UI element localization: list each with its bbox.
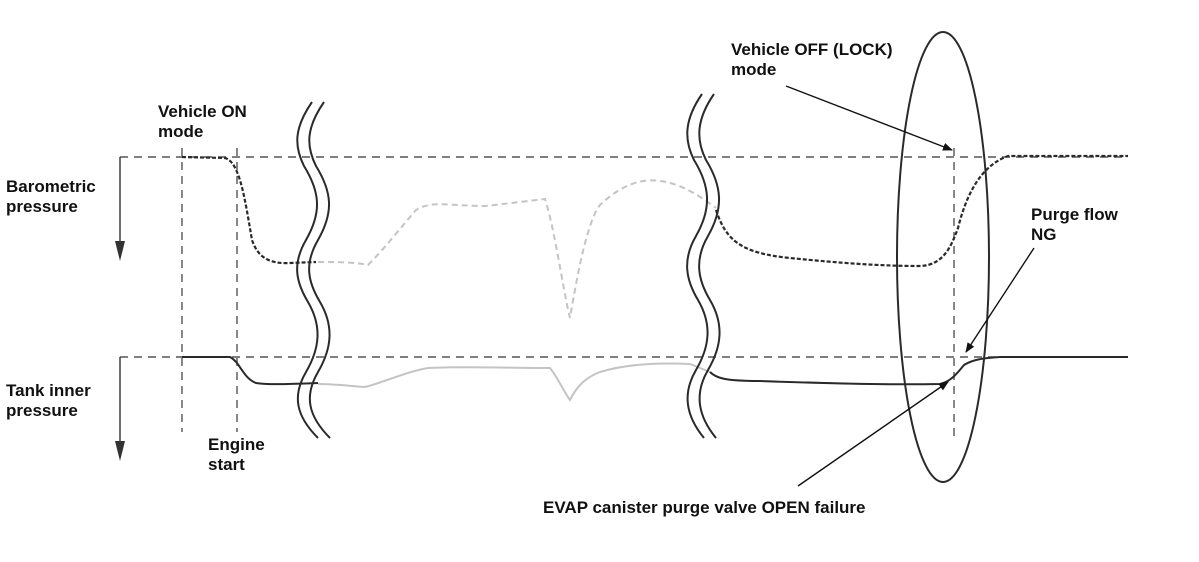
engine-start-label-line1: Engine — [208, 435, 265, 454]
vehicle-on-label-line2: mode — [158, 122, 203, 141]
failure-label: EVAP canister purge valve OPEN failure — [543, 498, 866, 517]
barometric-curve-left — [181, 155, 317, 265]
tank-label-line2: pressure — [6, 401, 78, 420]
purge-flow-label-line1: Purge flow — [1031, 205, 1119, 224]
vehicle-off-label-line2: mode — [731, 60, 776, 79]
tank-axis-arrow — [115, 357, 125, 461]
vehicle-off-pointer-arrow — [785, 85, 953, 151]
highlight-ellipse — [896, 31, 990, 483]
tank-curve-left — [182, 356, 319, 386]
tank-curve-right — [709, 356, 1128, 386]
right-break-symbol — [686, 93, 721, 439]
barometric-curve-faded — [317, 179, 717, 319]
barometric-label-line1: Barometric — [6, 177, 96, 196]
left-break-symbol — [296, 101, 331, 439]
vehicle-on-label-line1: Vehicle ON — [158, 102, 247, 121]
vehicle-off-label-line1: Vehicle OFF (LOCK) — [731, 40, 893, 59]
barometric-axis-arrow — [115, 157, 125, 261]
tank-label-line1: Tank inner — [6, 381, 91, 400]
tank-curve-faded — [317, 362, 711, 402]
purge-flow-pointer-arrow — [965, 247, 1035, 353]
barometric-label-line2: pressure — [6, 197, 78, 216]
purge-flow-label-line2: NG — [1031, 225, 1057, 244]
engine-start-label-line2: start — [208, 455, 245, 474]
failure-pointer-arrow — [797, 381, 949, 487]
barometric-curve-right — [714, 154, 1128, 268]
